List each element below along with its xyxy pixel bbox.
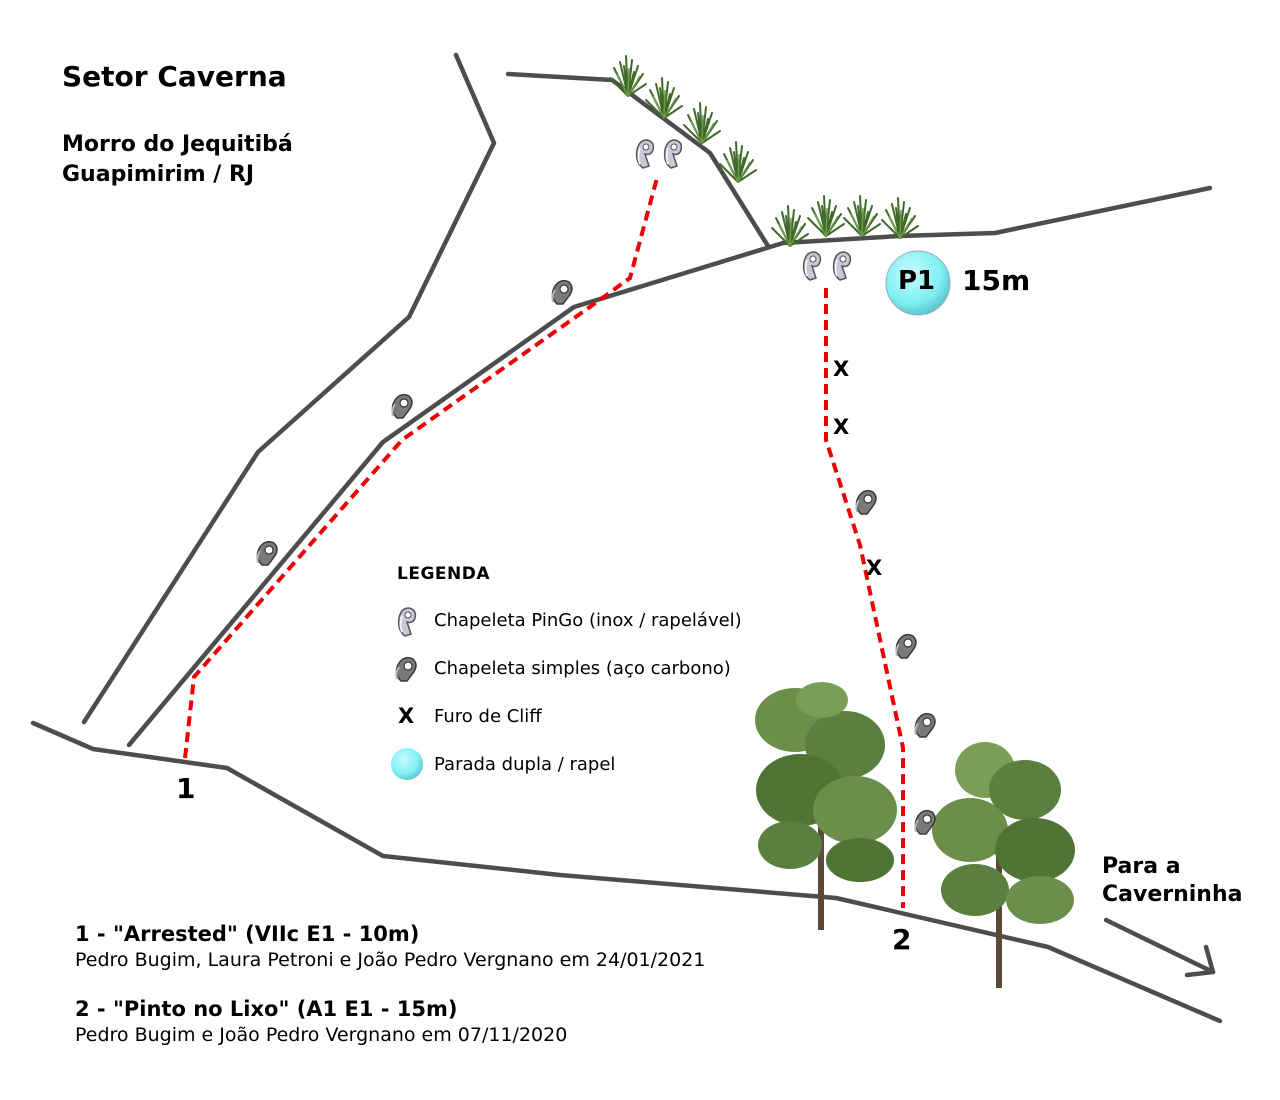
- cliff-hole-icon: X: [833, 415, 850, 439]
- cliff-hole-icon: X: [398, 704, 415, 728]
- location-line-1: Morro do Jequitibá: [62, 132, 293, 157]
- cliff-hole-icon: X: [866, 556, 883, 580]
- route-1-number: 1: [176, 772, 196, 805]
- anchor-station-icon: [391, 748, 423, 780]
- direction-label-line-1: Para a: [1102, 854, 1181, 879]
- route-length-label: 15m: [962, 264, 1031, 297]
- location-line-2: Guapimirim / RJ: [62, 162, 255, 187]
- direction-arrow-icon: [1103, 917, 1216, 978]
- simple-bolt-icon: [395, 656, 417, 682]
- route-2-credits: Pedro Bugim e João Pedro Vergnano em 07/…: [75, 1024, 568, 1046]
- tree-left: [755, 682, 897, 930]
- legend-title: LEGENDA: [397, 564, 491, 584]
- upper-ledge: [780, 185, 1213, 246]
- simple-bolt-icon: [855, 489, 877, 515]
- simple-bolt-icon: [391, 393, 413, 419]
- route-1-line: [183, 177, 659, 759]
- route-2-number: 2: [892, 923, 912, 956]
- pingo-bolt-icon: [635, 139, 655, 169]
- pingo-bolt-icon: [663, 139, 683, 169]
- simple-bolt-icon: [551, 279, 573, 305]
- legend-item-anchor-label: Parada dupla / rapel: [434, 754, 616, 775]
- route-1-title: 1 - "Arrested" (VIIc E1 - 10m): [75, 922, 420, 946]
- anchor-station-icon: [885, 250, 951, 316]
- ground-line: [30, 720, 1223, 1024]
- cave-roof-edge: [505, 71, 771, 249]
- cave-left-wall: [81, 52, 497, 725]
- slab-line: [126, 240, 786, 748]
- legend-item-simple-label: Chapeleta simples (aço carbono): [434, 658, 731, 679]
- tree-right: [932, 742, 1075, 988]
- rock-outline: [30, 52, 1223, 1024]
- route-lines: [183, 177, 905, 908]
- pingo-bolt-icon: [832, 251, 852, 281]
- route-2-line: [824, 288, 905, 908]
- legend-item-pingo-label: Chapeleta PinGo (inox / rapelável): [434, 610, 742, 631]
- simple-bolt-icon: [256, 540, 278, 566]
- simple-bolt-icon: [914, 712, 936, 738]
- legend-item-cliff-label: Furo de Cliff: [434, 706, 542, 727]
- pingo-bolt-icon: [802, 251, 822, 281]
- direction-label-line-2: Caverninha: [1102, 882, 1243, 907]
- route-1-credits: Pedro Bugim, Laura Petroni e João Pedro …: [75, 949, 706, 971]
- page-title: Setor Caverna: [62, 60, 287, 93]
- pingo-bolt-icon: [397, 607, 417, 637]
- legend-icons: [391, 607, 423, 780]
- cliff-hole-icon: X: [833, 357, 850, 381]
- grass-tufts: [609, 55, 919, 247]
- route-1-bolts: [256, 139, 683, 566]
- route-2-title: 2 - "Pinto no Lixo" (A1 E1 - 15m): [75, 997, 458, 1021]
- anchor-label: P1: [898, 266, 936, 296]
- simple-bolt-icon: [895, 633, 917, 659]
